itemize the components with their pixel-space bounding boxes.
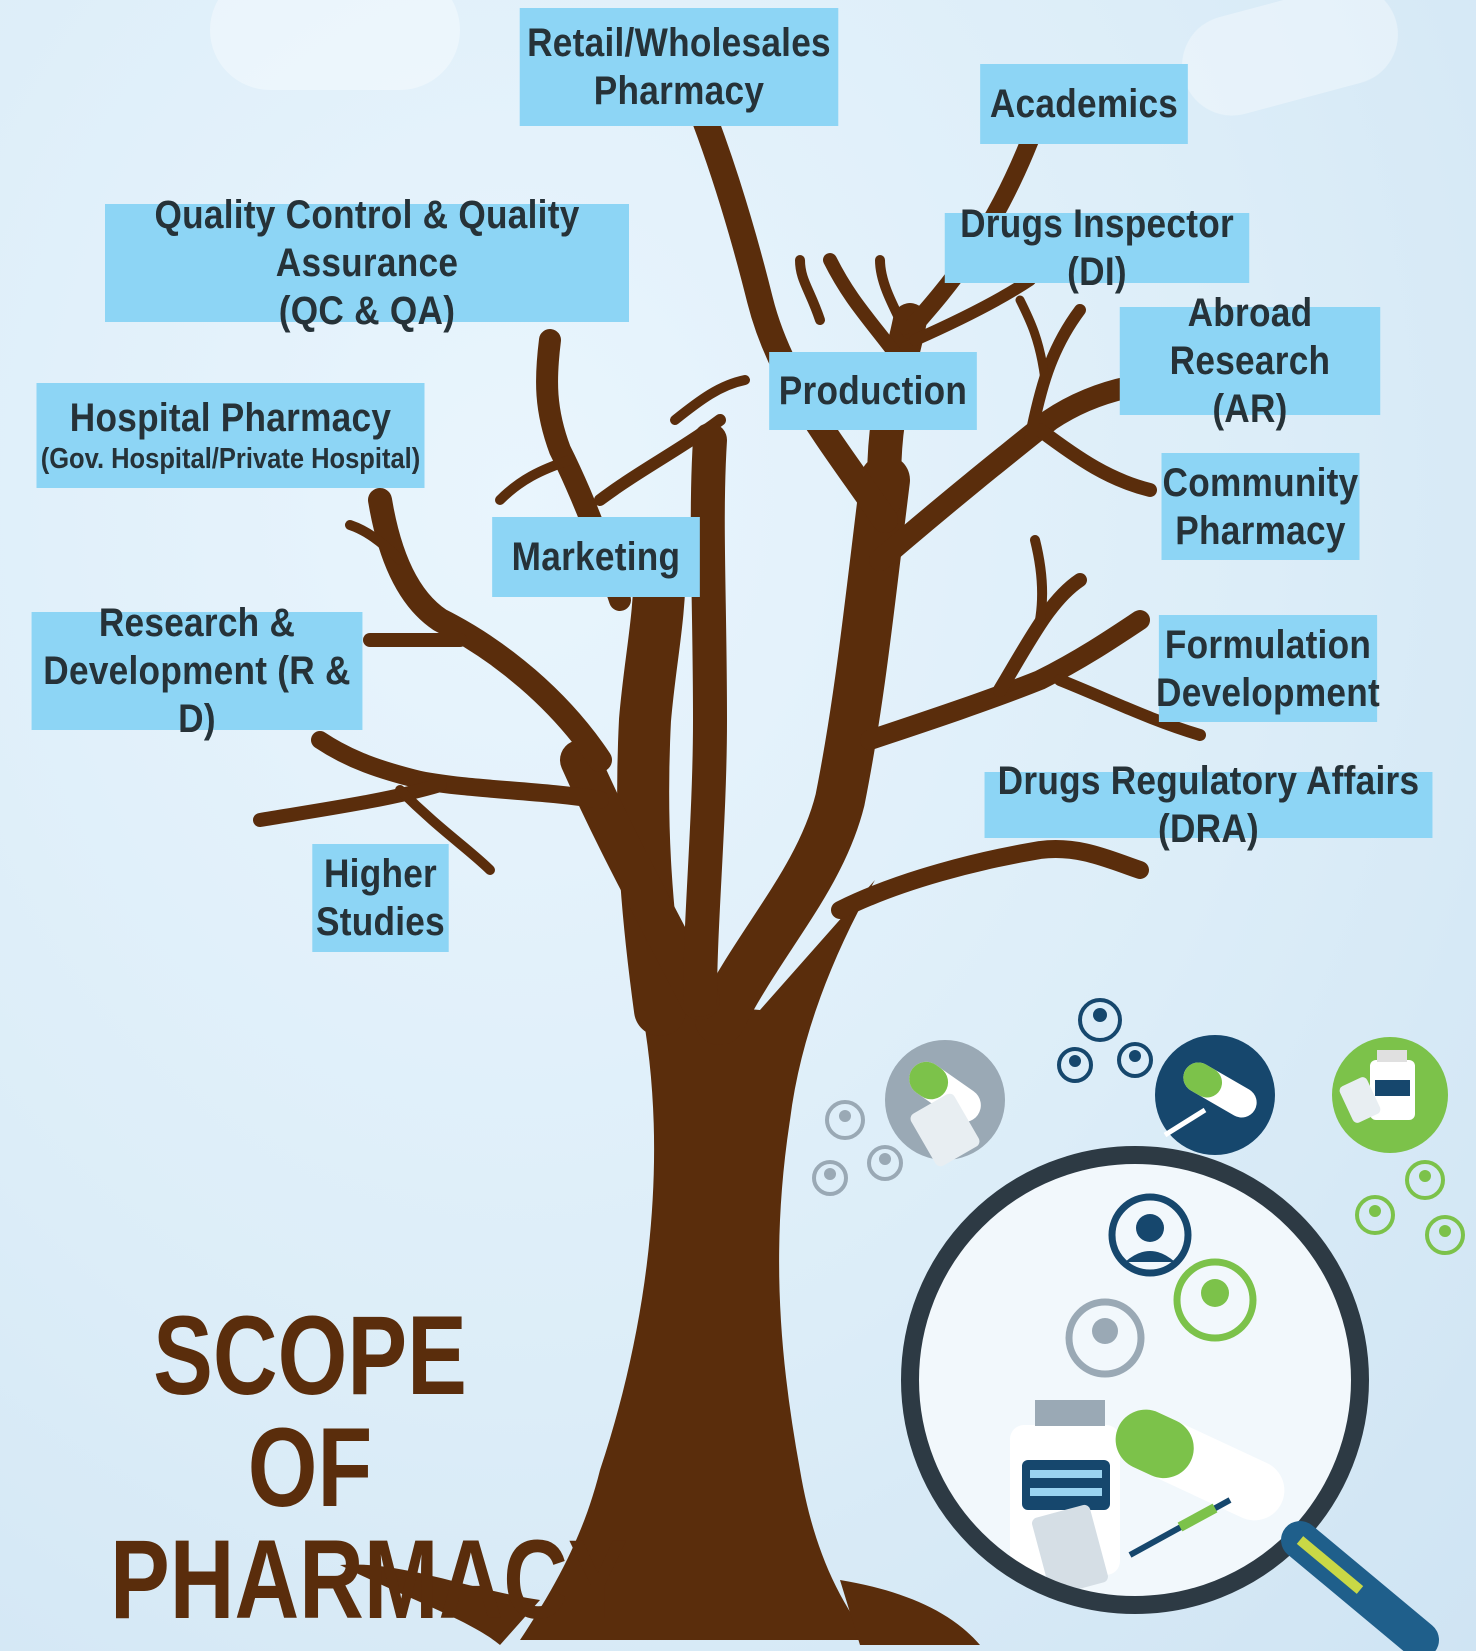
magnifying-glass-icon [901, 1146, 1439, 1651]
tree [253, 107, 1206, 1645]
branch-label-line: Development (R & D) [43, 649, 351, 741]
page-title-line1: SCOPE OF [153, 1293, 467, 1530]
branch-label-line: Retail/Wholesales [527, 21, 831, 65]
branch-label-production: Production [769, 352, 977, 430]
branch-label-line: Studies [315, 900, 445, 944]
branch-label-line: Marketing [511, 535, 681, 579]
syringe-icon [1155, 1035, 1275, 1155]
branch-label-line: Hospital Pharmacy [69, 396, 392, 441]
medicine-bottle-icon [1332, 1037, 1448, 1153]
branch-label-hospital-pharmacy: Hospital Pharmacy (Gov. Hospital/Private… [36, 383, 425, 488]
branch-label-line: Higher [323, 852, 438, 896]
branch-label-line: Drugs Regulatory Affairs (DRA) [997, 759, 1420, 851]
branch-label-line: Research & [98, 601, 296, 645]
branch-label-retail-wholesales-pharmacy: Retail/Wholesales Pharmacy [519, 8, 839, 126]
branch-label-quality-control: Quality Control & Quality Assurance (QC … [104, 193, 630, 333]
branch-label-formulation-development: Formulation Development [1156, 615, 1380, 722]
pharma-icons-cluster [812, 998, 1465, 1651]
branch-label-line: Development [1156, 670, 1380, 715]
branch-label-drugs-inspector: Drugs Inspector (DI) [944, 202, 1250, 294]
branch-label-line: Pharmacy [593, 69, 765, 113]
tree-trunk [520, 880, 875, 1640]
background-pill-decoration [210, 0, 1398, 116]
branch-label-line: (Gov. Hospital/Private Hospital) [40, 443, 421, 476]
branch-label-marketing: Marketing [492, 517, 700, 597]
branch-label-line: Formulation [1164, 622, 1372, 667]
branch-label-line: Abroad Research [1169, 291, 1331, 383]
branch-label-line: Quality Control & Quality Assurance [154, 193, 580, 285]
pill-icon [885, 1040, 1005, 1160]
page-title: SCOPE OF PHARMACY [110, 1293, 628, 1642]
blister-pack-icon [910, 1093, 980, 1167]
branch-label-research-development: Research & Development (R & D) [31, 601, 363, 741]
branch-label-line: Drugs Inspector (DI) [960, 202, 1234, 294]
page-title-line2: PHARMACY [110, 1517, 628, 1642]
person-icon [812, 998, 1465, 1255]
branch-label-line: Community [1162, 460, 1359, 505]
branch-label-community-pharmacy: Community Pharmacy [1161, 453, 1360, 560]
branch-label-line: Pharmacy [1175, 508, 1346, 553]
tree-roots [340, 1564, 980, 1645]
branch-label-drugs-regulatory-affairs: Drugs Regulatory Affairs (DRA) [984, 759, 1433, 851]
branch-label-line: Academics [989, 82, 1179, 126]
branch-label-line: Production [778, 369, 968, 413]
branch-label-abroad-research: Abroad Research (AR) [1119, 291, 1381, 431]
branch-label-academics: Academics [980, 64, 1188, 144]
branch-label-higher-studies: Higher Studies [312, 844, 449, 952]
branch-label-line: (QC & QA) [278, 289, 456, 333]
branch-label-line: (AR) [1212, 387, 1288, 431]
